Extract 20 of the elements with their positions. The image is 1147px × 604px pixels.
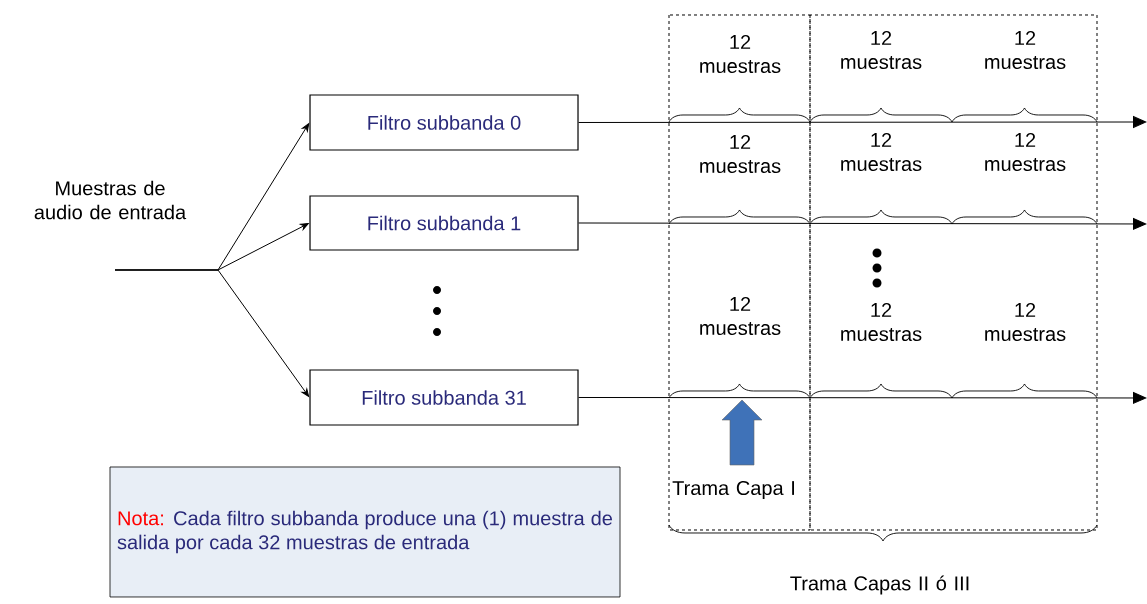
- frame-label: Trama Capa I: [672, 480, 794, 500]
- filter-box: Filtro subbanda 0: [309, 94, 579, 151]
- sample-count-label: 12 muestras: [841, 132, 922, 172]
- filter-box: Filtro subbanda 31: [309, 369, 579, 426]
- sample-count-label: 12 muestras: [700, 134, 781, 174]
- filter-box: Filtro subbanda 1: [309, 195, 579, 251]
- sample-count-label: 12 muestras: [841, 30, 922, 70]
- frame-label: Trama Capas II ó III: [790, 575, 969, 595]
- sample-count-label: 12 muestras: [985, 302, 1066, 342]
- sample-count-label: 12 muestras: [700, 296, 781, 336]
- sample-count-label: 12 muestras: [985, 132, 1066, 172]
- note-box: Nota: Cada filtro subbanda produce una (1) muestra de salida por cada 32 muestras de entrada: [109, 466, 621, 598]
- arrow: [578, 392, 1147, 404]
- sample-count-label: 12 muestras: [700, 34, 781, 74]
- arrow: [578, 218, 1147, 230]
- input-label: Muestras de audio de entrada: [34, 180, 187, 220]
- sample-count-label: 12 muestras: [841, 302, 922, 342]
- sample-count-label: 12 muestras: [985, 30, 1066, 70]
- arrow: [114, 269, 310, 397]
- arrow: [578, 116, 1147, 128]
